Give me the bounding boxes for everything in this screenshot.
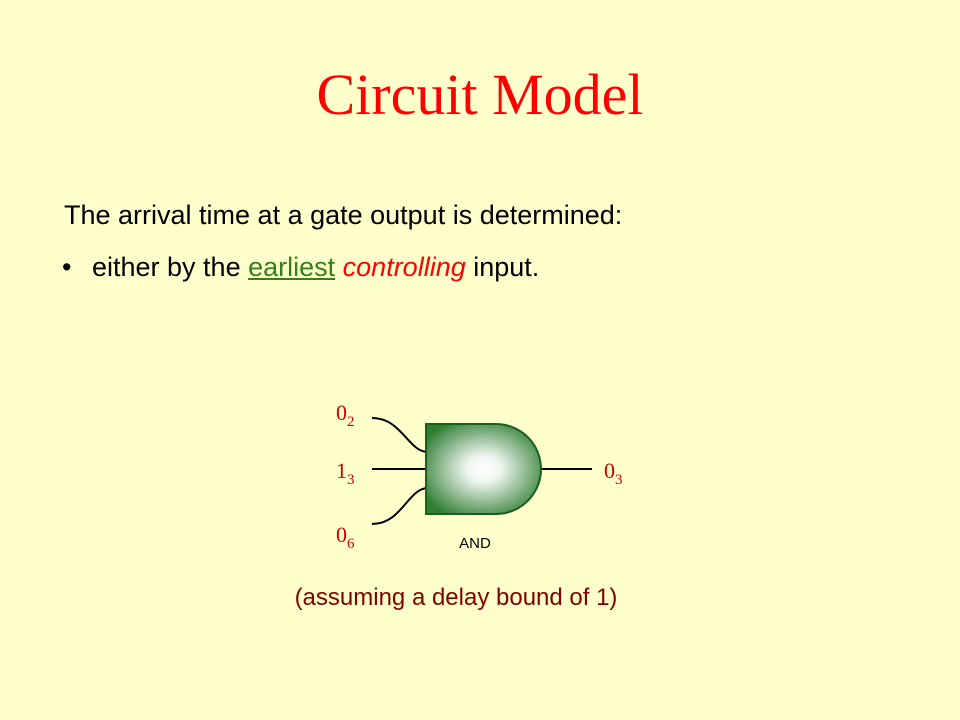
earliest-link[interactable]: earliest: [248, 252, 336, 282]
and-gate-body: [425, 423, 542, 515]
delay-note: (assuming a delay bound of 1): [294, 584, 618, 611]
bullet-item: • either by the earliest controlling inpu…: [62, 252, 539, 283]
input-wire-top: [371, 417, 429, 453]
input-wire-bottom: [371, 487, 429, 525]
gate-type-label: AND: [459, 535, 491, 552]
bullet-prefix: either by the: [92, 252, 249, 282]
bullet-suffix: input.: [465, 252, 540, 282]
bullet-dot: •: [62, 252, 72, 282]
input-middle-label: 13: [336, 458, 355, 488]
lead-text: The arrival time at a gate output is det…: [64, 200, 623, 230]
input-bottom-label: 06: [336, 522, 355, 552]
controlling-word: controlling: [342, 252, 466, 282]
output-label: 03: [604, 458, 623, 488]
input-top-label: 02: [336, 400, 355, 430]
slide-title: Circuit Model: [316, 62, 644, 127]
